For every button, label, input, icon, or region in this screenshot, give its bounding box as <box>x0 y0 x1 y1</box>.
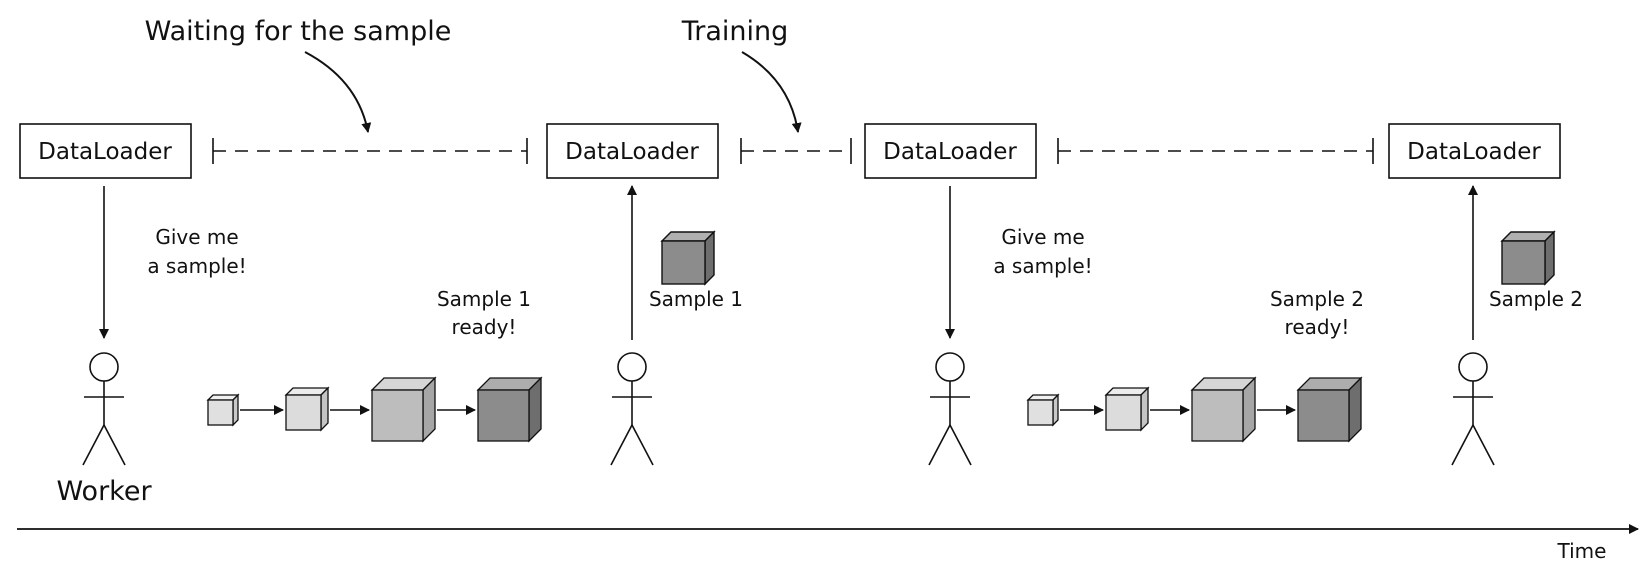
worker-figure-4 <box>1451 352 1495 466</box>
pipeline-cube-stage-4 <box>1296 376 1363 443</box>
pipeline-cube-stage-1 <box>206 393 240 427</box>
ready-text-line2: ready! <box>1285 315 1350 339</box>
dataloader-label: DataLoader <box>1407 139 1541 165</box>
dataloader-label: DataLoader <box>565 139 699 165</box>
training-interval-1 <box>740 138 852 164</box>
pipeline-cube-stage-4 <box>476 376 543 443</box>
request-text-line1: Give me <box>155 225 238 249</box>
waiting-curved-arrow <box>304 51 372 133</box>
training-annotation: Training <box>681 16 789 47</box>
dataloader-label: DataLoader <box>883 139 1017 165</box>
ready-text-line2: ready! <box>452 315 517 339</box>
time-axis-label: Time <box>1557 539 1607 563</box>
dataloader-box-4: DataLoader <box>1388 123 1561 179</box>
pipeline-cube-stage-1 <box>1026 393 1060 427</box>
request-text-line2: a sample! <box>993 254 1092 278</box>
pipeline-cube-stage-2 <box>284 386 330 432</box>
dataloader-box-2: DataLoader <box>546 123 719 179</box>
delivered-sample-cube-1 <box>660 230 716 286</box>
waiting-interval-2 <box>1057 138 1374 164</box>
dataloader-box-1: DataLoader <box>19 123 192 179</box>
training-curved-arrow <box>741 51 802 133</box>
waiting-interval-1 <box>212 138 528 164</box>
request-text-line2: a sample! <box>147 254 246 278</box>
delivered-sample-label: Sample 1 <box>649 287 743 311</box>
delivered-sample-label: Sample 2 <box>1489 287 1583 311</box>
worker-label: Worker <box>56 476 152 507</box>
worker-figure-2 <box>610 352 654 466</box>
dataloader-label: DataLoader <box>38 139 172 165</box>
sample-pipeline-1 <box>206 376 543 443</box>
worker-figure-3 <box>928 352 972 466</box>
waiting-annotation: Waiting for the sample <box>145 16 452 47</box>
dataloader-box-3: DataLoader <box>864 123 1037 179</box>
request-text-line1: Give me <box>1001 225 1084 249</box>
worker-figure-1 <box>82 352 126 466</box>
pipeline-cube-stage-3 <box>370 376 437 443</box>
delivered-sample-cube-2 <box>1500 230 1556 286</box>
ready-text-line1: Sample 2 <box>1270 287 1364 311</box>
sample-pipeline-2 <box>1026 376 1363 443</box>
pipeline-cube-stage-3 <box>1190 376 1257 443</box>
ready-text-line1: Sample 1 <box>437 287 531 311</box>
pipeline-cube-stage-2 <box>1104 386 1150 432</box>
